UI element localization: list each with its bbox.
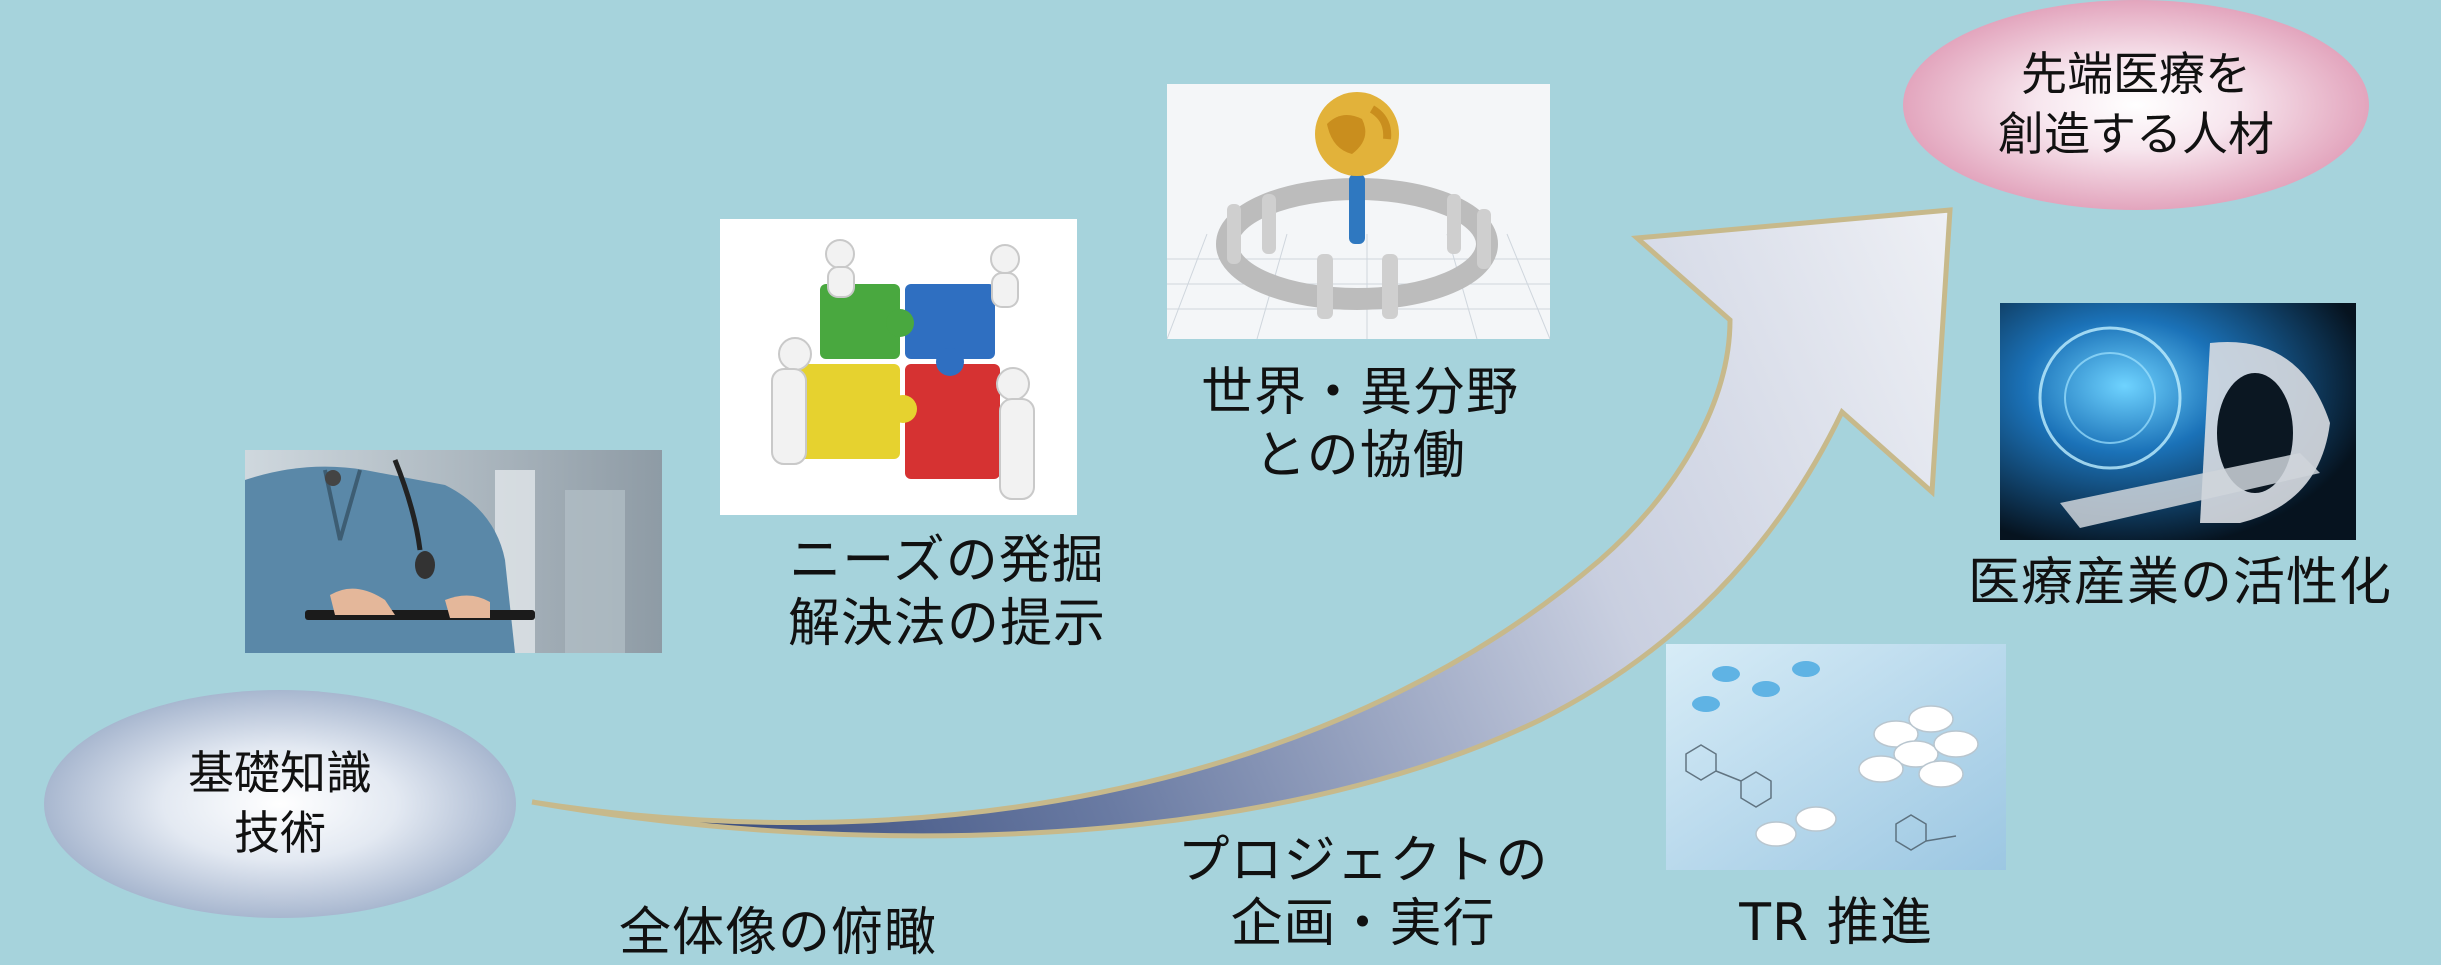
start-oval-text: 基礎知識 技術 (188, 746, 372, 860)
label-collab: 世界・異分野 との協働 (1200, 363, 1519, 487)
label-industry: 医療産業の活性化 (1967, 553, 2392, 613)
start-oval: 基礎知識 技術 (44, 690, 516, 918)
goal-oval-text: 先端医療を 創造する人材 (1998, 47, 2274, 161)
goal-oval: 先端医療を 創造する人材 (1903, 0, 2369, 210)
globe-circle-people-icon (1167, 84, 1550, 339)
doctor-tablet-icon (245, 450, 662, 653)
arrow-shape (531, 207, 1953, 839)
label-tr: TR 推進 (1739, 893, 1933, 953)
label-needs: ニーズの発掘 解決法の提示 (787, 531, 1106, 655)
label-project: プロジェクトの 企画・実行 (1177, 831, 1549, 955)
label-overview: 全体像の俯瞰 (618, 903, 937, 963)
ct-scanner-icon (2000, 303, 2356, 540)
puzzle-people-icon (720, 219, 1077, 515)
pills-molecule-icon (1666, 644, 2006, 870)
